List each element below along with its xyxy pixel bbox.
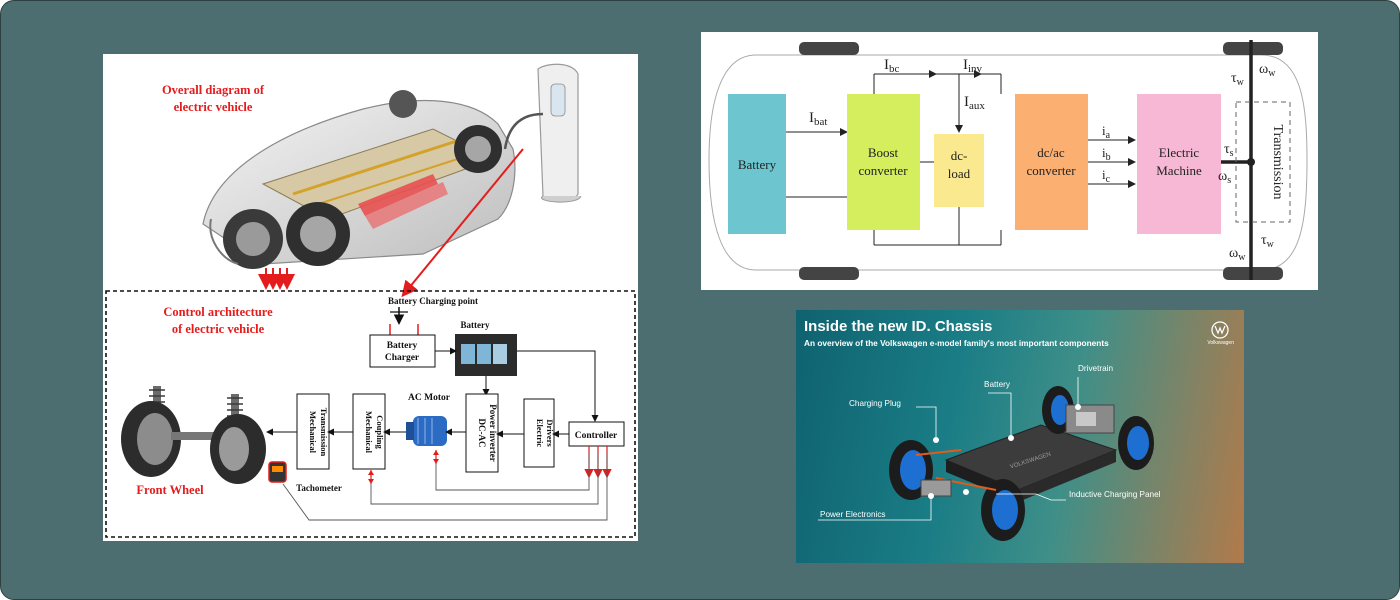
dcac-label-2: converter (1026, 163, 1076, 178)
mechanical-transmission-block (296, 393, 330, 470)
control-title-line1: Control architecture (163, 305, 273, 319)
dcac-label-1: dc/ac (1037, 145, 1065, 160)
control-architecture-box (105, 290, 636, 538)
transmission-box (1235, 101, 1291, 223)
battery-charger-label-1: Battery (387, 341, 418, 351)
dcload-label-1: dc- (951, 148, 968, 163)
transmission-label: Transmission (1270, 125, 1285, 200)
machine-label-1: Electric (1159, 145, 1200, 160)
i-bc-label: Ibc (884, 57, 900, 75)
vw-subtitle: An overview of the Volkswagen e-model fa… (804, 338, 1109, 348)
charging-station-illustration (503, 63, 582, 203)
inductive-panel-callout: Inductive Charging Panel (1069, 490, 1161, 499)
ev-overview-diagram: Overall diagram of electric vehicle Cont… (105, 63, 636, 538)
dc-ac-inverter-block (465, 393, 499, 473)
electric-machine-block (1137, 94, 1221, 234)
inverter-label-2: Power inverter (488, 404, 498, 462)
charging-plug-callout: Charging Plug (849, 399, 901, 408)
inverter-label-1: DC-AC (477, 419, 487, 448)
feedback-lines (282, 446, 612, 521)
chassis-illustration: VOLKSWAGEN (818, 377, 1154, 541)
tau-s-label: τs (1224, 142, 1234, 159)
controller-label: Controller (575, 431, 618, 441)
boost-label-1: Boost (868, 145, 899, 160)
vw-logo-text: Volkswagen (1207, 340, 1234, 346)
front-wheel-label: Front Wheel (136, 483, 204, 497)
charging-point-label: Battery Charging point (388, 296, 478, 306)
i-aux-label: Iaux (964, 94, 985, 112)
electric-drivers-label-1: Electric (535, 419, 545, 448)
ic-label: ic (1102, 167, 1111, 185)
tau-w-top-label: τw (1231, 71, 1245, 88)
electric-drivers-label-2: Drivers (545, 419, 555, 447)
battery-label: Battery (461, 320, 490, 330)
power-electronics-callout: Power Electronics (820, 510, 886, 519)
ev-overview-panel: Overall diagram of electric vehicle Cont… (103, 54, 638, 541)
wheel-rear-right (1223, 267, 1283, 280)
drivetrain-callout: Drivetrain (1078, 364, 1114, 373)
vw-logo-icon (1211, 321, 1229, 339)
i-bat-label: Ibat (809, 110, 827, 128)
machine-label-2: Machine (1156, 163, 1202, 178)
ac-motor-label: AC Motor (408, 393, 451, 403)
powertrain-block-diagram: Transmission Battery Boost converter (708, 40, 1308, 280)
electric-drivers-block (523, 398, 555, 468)
omega-s-label: ωs (1218, 169, 1231, 186)
battery-charger-label-2: Charger (385, 353, 420, 363)
wheel-rear-left (799, 267, 859, 280)
wheel-front-right (1223, 42, 1283, 55)
dcload-label-2: load (948, 166, 971, 181)
transmission-label-1: Mechanical (308, 411, 318, 454)
coupling-label-2: Coupling (375, 415, 385, 449)
ac-motor-image (406, 416, 447, 446)
control-title-line2: of electric vehicle (172, 322, 265, 336)
boost-converter-block (847, 94, 920, 230)
omega-w-top-label: ωw (1259, 62, 1276, 79)
ia-label: ia (1102, 123, 1111, 141)
charging-link-arrow (401, 148, 524, 298)
battery-block (728, 94, 786, 234)
i-inv-label: Iinv (963, 57, 983, 75)
tau-w-bottom-label: τw (1261, 233, 1275, 250)
controller-block (568, 421, 625, 447)
ib-label: ib (1102, 145, 1111, 163)
powertrain-diagram-panel: Transmission Battery Boost converter (701, 32, 1318, 290)
mechanical-coupling-block (352, 393, 386, 470)
overall-title-line2: electric vehicle (174, 100, 253, 114)
battery-callout: Battery (984, 380, 1010, 389)
front-wheel-suspension-image (121, 386, 266, 484)
down-arrows-icon (258, 268, 295, 290)
omega-w-bottom-label: ωw (1229, 246, 1246, 263)
coupling-label-1: Mechanical (364, 411, 374, 454)
vw-title: Inside the new ID. Chassis (804, 318, 993, 335)
car-cutaway-illustration (202, 90, 516, 269)
transmission-label-2: Transmission (319, 408, 329, 457)
battery-block-label: Battery (738, 157, 777, 172)
overall-title-line1: Overall diagram of (162, 83, 265, 97)
dc-load-block (934, 134, 984, 207)
dc-ac-converter-block (1015, 94, 1088, 230)
boost-label-2: converter (858, 163, 908, 178)
wheel-front-left (799, 42, 859, 55)
tachometer-label: Tachometer (296, 483, 342, 493)
vw-id-chassis-panel: Inside the new ID. Chassis An overview o… (796, 310, 1244, 563)
